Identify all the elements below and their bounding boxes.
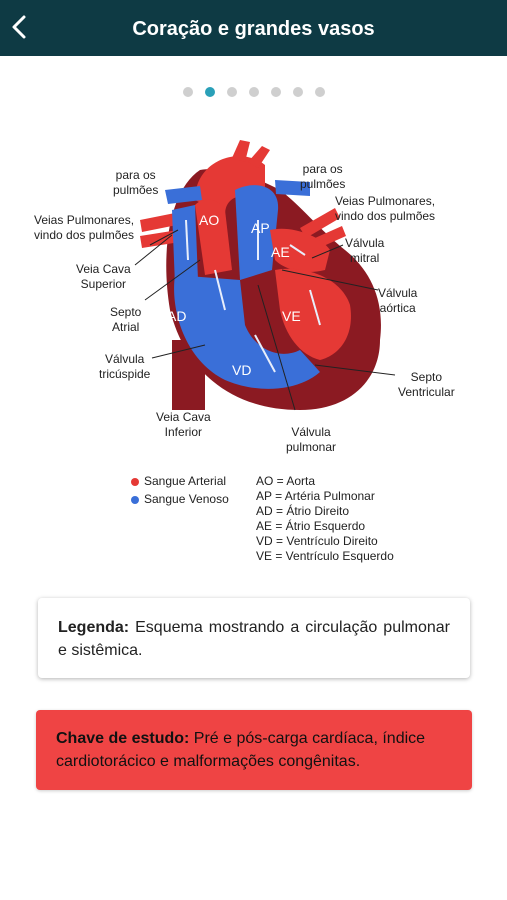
caption-label: Legenda:	[58, 619, 130, 636]
label-septo-ventricular: Septo Ventricular	[398, 370, 455, 399]
back-button[interactable]	[6, 10, 34, 44]
venoso-dot	[131, 496, 139, 504]
label-ap: AP	[251, 220, 270, 236]
label-valvula-pulmonar: Válvula pulmonar	[286, 425, 337, 454]
legend-arterial: Sangue Arterial	[144, 474, 227, 488]
abbr-ae: AE = Átrio Esquerdo	[256, 519, 366, 533]
study-key-label: Chave de estudo:	[56, 730, 190, 747]
label-ve: VE	[282, 308, 301, 324]
label-para-os-pulmoes-right: para os pulmões	[300, 162, 346, 191]
carousel-dot-active[interactable]	[205, 87, 215, 97]
heart-illustration	[134, 140, 396, 411]
label-veias-pulmonares-right: Veias Pulmonares, vindo dos pulmões	[335, 194, 436, 223]
carousel-dot[interactable]	[249, 87, 259, 97]
abbr-ad: AD = Átrio Direito	[256, 504, 350, 518]
abbr-ao: AO = Aorta	[256, 474, 316, 488]
arterial-dot	[131, 478, 139, 486]
carousel-dot[interactable]	[271, 87, 281, 97]
carousel-dot[interactable]	[293, 87, 303, 97]
study-key-card: Chave de estudo: Pré e pós-carga cardíac…	[36, 710, 472, 790]
abbr-vd: VD = Ventrículo Direito	[256, 534, 378, 548]
caption-body: Esquema mostrando a circulação pulmonar …	[58, 619, 450, 659]
abbr-ve: VE = Ventrículo Esquerdo	[256, 549, 394, 563]
page-title: Coração e grandes vasos	[132, 18, 375, 40]
carousel-dot[interactable]	[315, 87, 325, 97]
caption-text: Legenda: Esquema mostrando a circulação …	[58, 616, 450, 662]
label-ad: AD	[167, 308, 187, 324]
legend-venoso: Sangue Venoso	[144, 492, 229, 506]
caption-card: Legenda: Esquema mostrando a circulação …	[38, 598, 470, 678]
label-valvula-aortica: Válvula aórtica	[378, 286, 418, 315]
study-key-text: Chave de estudo: Pré e pós-carga cardíac…	[56, 727, 454, 773]
label-septo-atrial: Septo Atrial	[110, 305, 142, 334]
label-veia-cava-superior: Veia Cava Superior	[76, 262, 131, 291]
heart-diagram: AO AP AD AE VD VE para os pulmões para o…	[0, 110, 507, 570]
label-para-os-pulmoes-left: para os pulmões	[113, 168, 159, 197]
label-vd: VD	[232, 362, 252, 378]
study-key-body: Pré e pós-carga cardíaca, índice cardiot…	[56, 730, 426, 770]
app-header: Coração e grandes vasos	[0, 0, 507, 56]
carousel-indicator	[183, 87, 325, 97]
label-veias-pulmonares-left: Veias Pulmonares, vindo dos pulmões	[34, 213, 135, 242]
carousel-dot[interactable]	[183, 87, 193, 97]
label-ae: AE	[271, 244, 290, 260]
label-veia-cava-inferior: Veia Cava Inferior	[156, 410, 211, 439]
abbr-ap: AP = Artéria Pulmonar	[256, 489, 375, 503]
label-valvula-tricuspide: Válvula tricúspide	[99, 352, 151, 381]
carousel-dot[interactable]	[227, 87, 237, 97]
chevron-left-icon	[12, 15, 26, 39]
label-valvula-mitral: Válvula mitral	[345, 236, 385, 265]
label-ao: AO	[199, 212, 220, 228]
